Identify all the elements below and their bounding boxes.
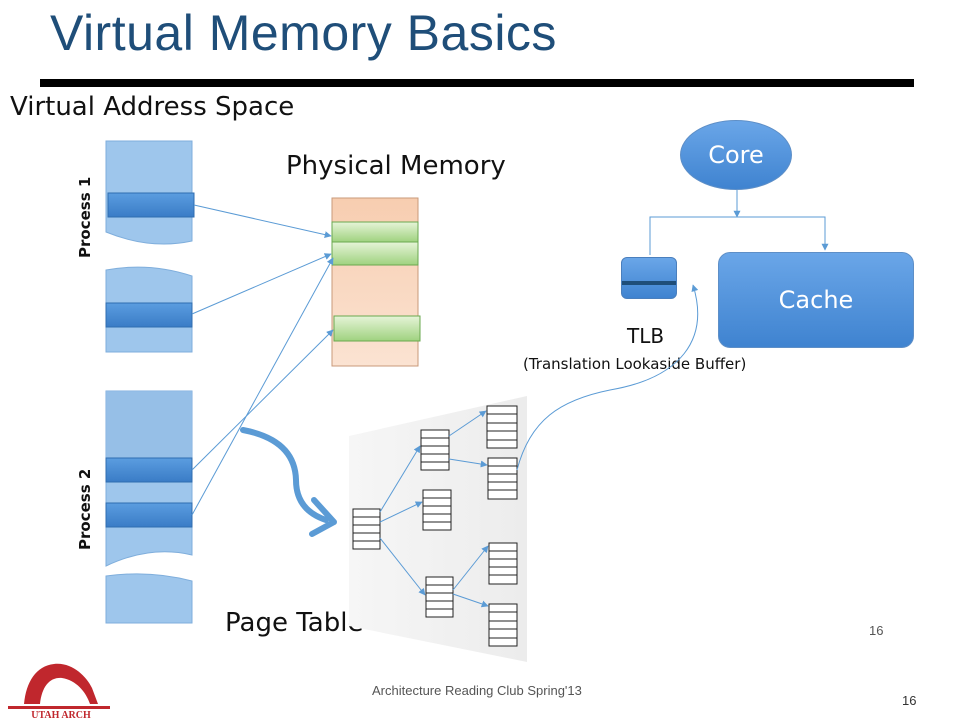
physical-memory-label: Physical Memory [286,151,506,181]
physical-memory-block [331,197,421,367]
page-table-level-2-c [425,576,454,618]
cache-node: Cache [718,252,914,348]
page-table-level-3-b [487,457,518,500]
tlb-label: TLB [627,324,665,348]
tlb-full-name-label: (Translation Lookaside Buffer) [523,355,747,373]
page-table-level-3-a [486,405,518,449]
slide-number-inner: 16 [869,623,884,638]
page-table-levels [352,405,518,647]
page-table-level-1 [352,508,381,550]
page-table-arrows [379,410,489,608]
slide-title: Virtual Memory Basics [50,5,557,61]
physical-frame-3 [333,315,421,342]
process-1-page-a [107,192,195,218]
slide-footer: Architecture Reading Club Spring'13 [372,683,582,698]
core-node: Core [680,120,792,190]
slide-number: 16 [902,693,917,708]
utah-arch-logo: UTAH ARCH [8,663,110,720]
page-table-level-2-b [422,489,452,531]
process-2-page-b [105,502,193,528]
mapping-arrows [191,204,334,516]
page-table-level-2-a [420,429,450,471]
logo-text: UTAH ARCH [31,710,91,720]
tlb-node [621,257,677,299]
process-2-page-a [105,457,193,483]
process-1-address-space [105,140,195,353]
physical-frame-1 [331,221,419,243]
page-table-level-3-d [488,603,518,647]
virtual-address-space-label: Virtual Address Space [10,92,295,122]
process-1-page-b [105,302,193,328]
physical-frame-2 [331,241,419,266]
core-connector [649,190,829,255]
title-divider [40,79,914,87]
page-table-to-tlb-arrow [516,284,699,471]
page-table-label: Page Table [225,608,364,638]
curved-arrow [240,427,337,537]
page-table-level-3-c [488,542,518,585]
process-2-address-space [105,390,193,624]
